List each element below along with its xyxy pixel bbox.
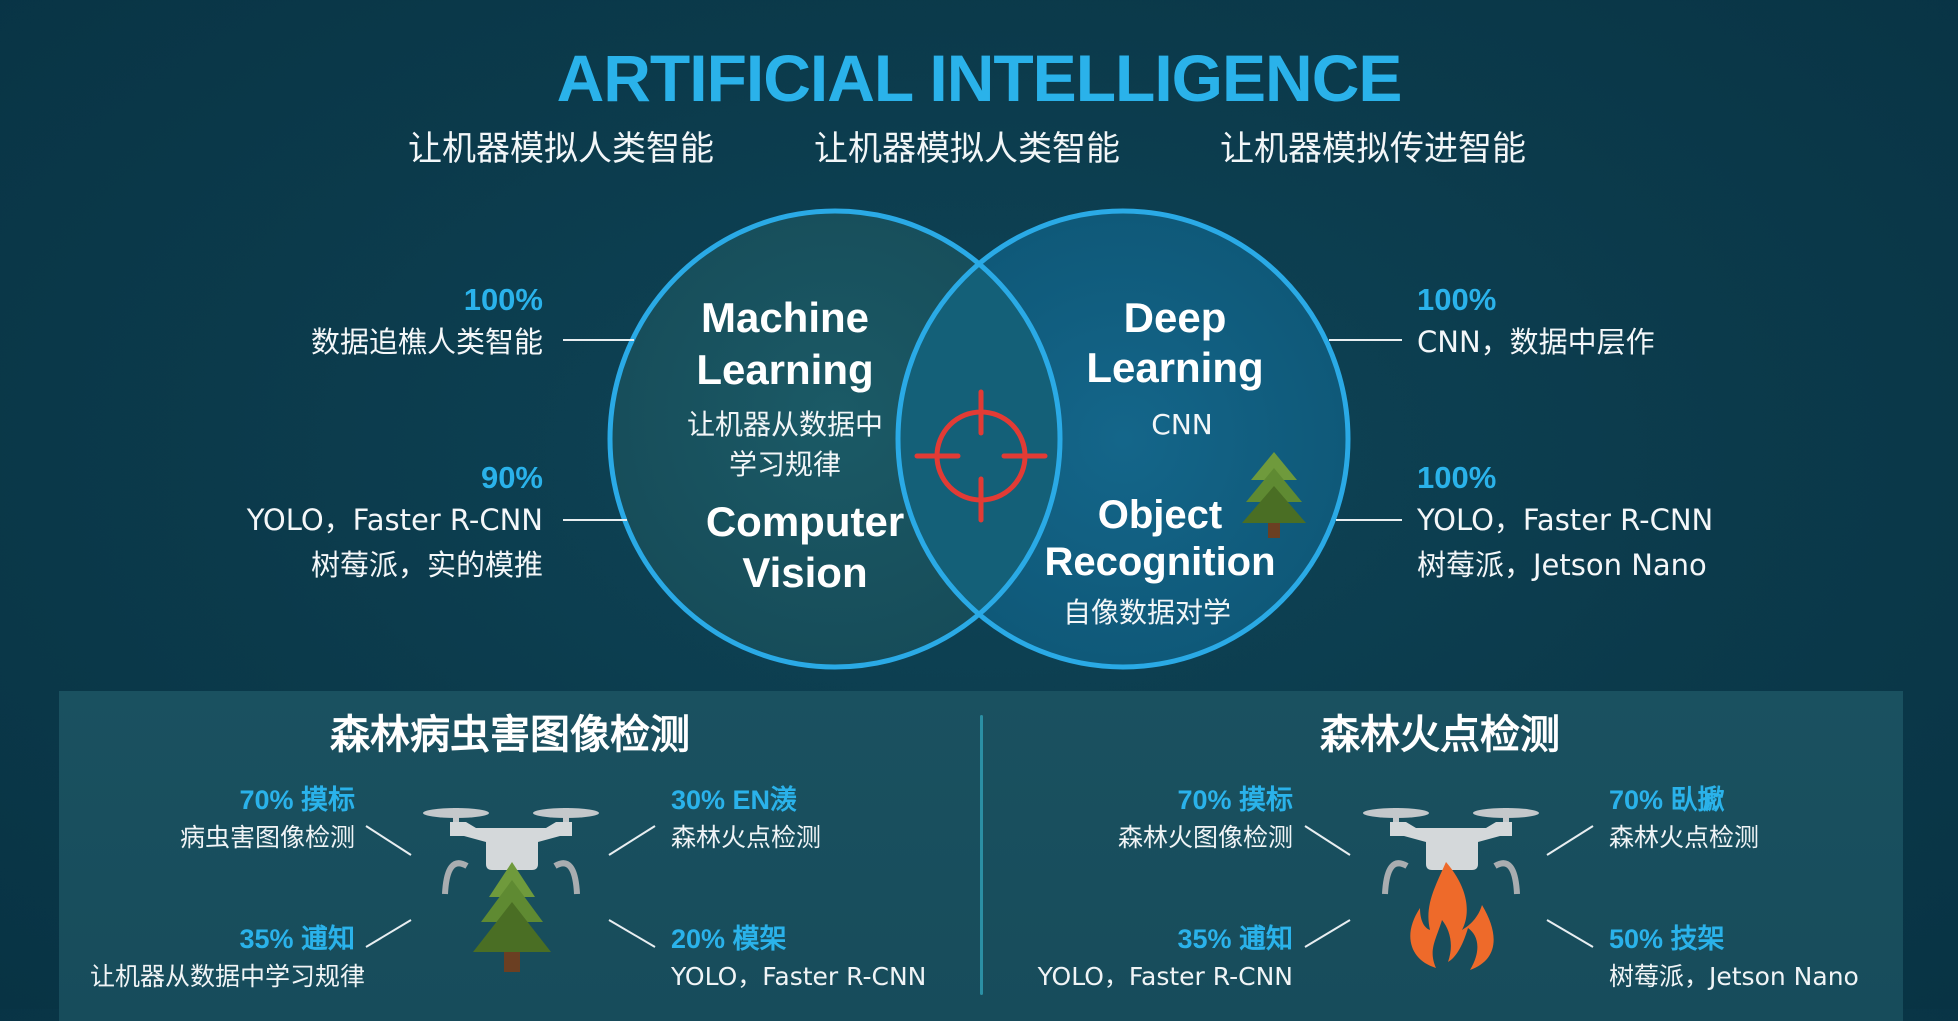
panel-fire-item-bl-percent: 35% 逋知 (1177, 924, 1293, 954)
venn-left-title-line1: Machine (700, 294, 870, 341)
left-stat-1-text: 数据追樵人类智能 (310, 325, 543, 359)
panel-fire-item-br-text: 树莓派，Jetson Nano (1609, 962, 1859, 991)
panel-fire-title: 森林火点检测 (1320, 712, 1560, 758)
venn-right-title-line2: Learning (1086, 344, 1264, 391)
right-stat-2-text-line2: 树莓派，Jetson Nano (1417, 548, 1707, 582)
left-stat-2-text-line1: YOLO，Faster R-CNN (246, 503, 543, 537)
panel-pest-item-bl-text: 让机器从数据中学习规律 (89, 962, 365, 991)
panel-pest-item-tr-text: 森林火点检测 (671, 823, 822, 852)
venn-left-subtitle-line2: 学习规律 (728, 448, 841, 481)
left-stat-1-percent: 100% (463, 282, 543, 317)
fire-icon (1410, 862, 1494, 970)
panel-pest-item-br-text: YOLO，Faster R-CNN (671, 962, 927, 991)
panel-pest-item-tl-text: 病虫害图像检测 (179, 823, 355, 852)
panel-pest-item-bl-percent: 35% 逋知 (239, 924, 355, 954)
subtitle-1: 让机器模拟人类智能 (408, 129, 714, 169)
venn-left-bottom-title-line1: Computer (705, 498, 905, 545)
venn-intersection (898, 211, 1060, 667)
page-title: ARTIFICIAL INTELLIGENCE (556, 41, 1403, 115)
pine-tree-icon (473, 862, 551, 972)
panel-fire-item-tr-text: 森林火点检测 (1609, 823, 1760, 852)
panel-fire-item-tr-percent: 70% 臥擨 (1609, 785, 1725, 815)
left-stat-2-text-line2: 树莓派，实的模推 (310, 548, 543, 582)
subtitle-2: 让机器模拟人类智能 (814, 129, 1120, 169)
right-stat-2-text-line1: YOLO，Faster R-CNN (1417, 503, 1714, 537)
drone-icon (423, 808, 599, 895)
drone-icon (1363, 808, 1539, 895)
panel-fire-item-tl-text: 森林火图像检测 (1117, 823, 1293, 852)
panel-pest-item-br-percent: 20% 模架 (671, 924, 787, 954)
venn-right-bottom-title-line1: Object (1097, 493, 1223, 537)
panel-fire-item-br-percent: 50% 技架 (1609, 924, 1725, 954)
venn-right-bottom-subtitle: 自像数据对学 (1062, 596, 1231, 629)
right-stat-1-percent: 100% (1417, 282, 1497, 317)
venn-left-title-line2: Learning (696, 346, 874, 393)
crosshair-target-icon (914, 389, 1048, 523)
venn-right-subtitle: CNN (1151, 408, 1213, 441)
pine-tree-icon (1242, 452, 1306, 538)
venn-left-bottom-title-line2: Vision (742, 549, 868, 596)
right-stat-1-text: CNN，数据中层作 (1417, 325, 1655, 359)
venn-left-subtitle-line1: 让机器从数据中 (686, 408, 883, 441)
panel-pest-item-tr-percent: 30% EN㵪 (671, 785, 798, 815)
subtitle-3: 让机器模拟传进智能 (1220, 129, 1526, 169)
right-stat-2-percent: 100% (1417, 460, 1497, 495)
left-stat-2-percent: 90% (480, 460, 543, 495)
panel-fire-item-tl-percent: 70% 摸标 (1177, 785, 1293, 815)
panel-pest-title: 森林病虫害图像检测 (330, 712, 690, 758)
panel-pest-item-tl-percent: 70% 摸标 (239, 785, 355, 815)
panel-fire-item-bl-text: YOLO，Faster R-CNN (1037, 962, 1293, 991)
venn-right-bottom-title-line2: Recognition (1044, 540, 1276, 584)
venn-right-title-line1: Deep (1123, 294, 1227, 341)
panel-divider (980, 715, 983, 995)
